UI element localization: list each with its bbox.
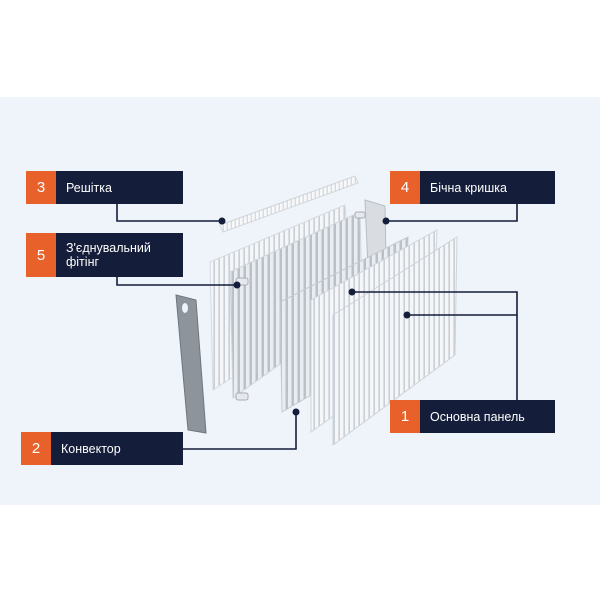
label-number: 3: [26, 171, 56, 204]
label-number: 1: [390, 400, 420, 433]
label-number: 2: [21, 432, 51, 465]
fitting-top-right: [354, 211, 366, 219]
grille: [219, 175, 359, 233]
label-text: Бічна кришка: [430, 180, 507, 195]
label-fitting: 5 З'єднувальний фітінг: [26, 233, 183, 277]
label-text: Основна панель: [430, 409, 525, 424]
side-cover-hole: [182, 303, 188, 313]
fitting-bottom: [235, 392, 249, 401]
label-side-cover: 4 Бічна кришка: [390, 171, 555, 204]
front-panel: [332, 236, 458, 446]
side-cover-left: [175, 294, 207, 434]
leader-dots: [218, 217, 411, 416]
label-number: 4: [390, 171, 420, 204]
label-text: З'єднувальний фітінг: [66, 241, 151, 269]
label-convector: 2 Конвектор: [21, 432, 183, 465]
label-text: Решітка: [66, 180, 112, 195]
leader-lines: [116, 204, 518, 450]
label-main-panel: 1 Основна панель: [390, 400, 555, 433]
label-text: Конвектор: [61, 441, 121, 456]
label-grille: 3 Решітка: [26, 171, 183, 204]
label-number: 5: [26, 233, 56, 277]
